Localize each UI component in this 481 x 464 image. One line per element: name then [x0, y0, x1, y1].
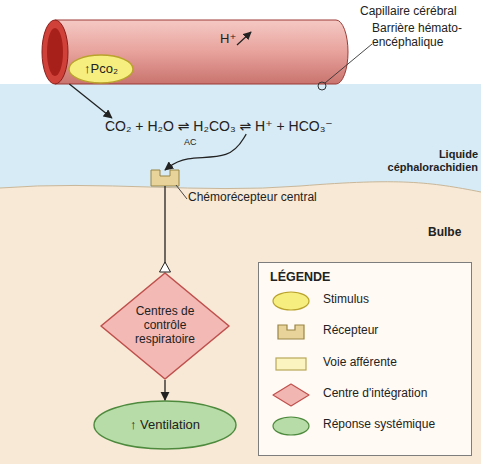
- integration-diamond: Centres de contrôle respiratoire: [100, 272, 230, 380]
- stimulus-label: ↑Pco₂: [68, 54, 134, 84]
- legend-row: Centre d'intégration: [259, 383, 471, 407]
- legend-swatch: [269, 352, 313, 376]
- legend-row: Récepteur: [259, 320, 471, 344]
- legend-swatch: [269, 383, 313, 407]
- receptor-outline: [151, 170, 179, 186]
- legend-text: Réponse systémique: [323, 418, 435, 432]
- barrier-label: Barrière hémato-encéphalique: [372, 22, 480, 50]
- legend-title: LÉGENDE: [270, 270, 330, 284]
- receptor-label: Chémorécepteur central: [188, 191, 317, 205]
- ellipse-outline: [94, 401, 236, 449]
- legend-row: Voie afférente: [259, 352, 471, 376]
- legend-swatch-shape: [273, 384, 309, 406]
- legend-swatch-shape: [273, 417, 309, 435]
- vessel-wall: [55, 20, 348, 84]
- band-fill: [0, 182, 481, 464]
- vessel-opening: [42, 20, 68, 84]
- legend-row: Stimulus: [259, 289, 471, 313]
- receptor-box: Chémorécepteur central: [151, 170, 179, 186]
- region-label: Bulbe: [428, 226, 461, 240]
- capillary-tube: Capillaire cérébralH⁺↑Pco₂: [40, 18, 350, 88]
- response-ellipse: ↑ Ventilation: [93, 400, 237, 450]
- legend-text: Centre d'intégration: [323, 387, 427, 401]
- stimulus-oval: ↑Pco₂: [68, 54, 134, 84]
- legend-swatch: [269, 414, 313, 438]
- ion-label: H⁺: [220, 32, 236, 47]
- legend-swatch-shape: [276, 358, 306, 370]
- legend-box: StimulusRécepteurVoie afférenteCentre d'…: [258, 262, 472, 456]
- diamond-outline: [101, 273, 229, 379]
- receptor-box-shape: [151, 170, 179, 186]
- structure-label: Capillaire cérébral: [360, 5, 457, 19]
- enzyme-label: AC: [184, 137, 197, 147]
- legend-text: Voie afférente: [323, 356, 397, 370]
- vessel-lumen: [47, 28, 63, 76]
- legend-swatch: [269, 320, 313, 344]
- legend-text: Récepteur: [323, 324, 378, 338]
- equation-text: CO₂ + H₂O ⇌ H₂CO₃ ⇌ H⁺ + HCO₃⁻: [105, 118, 333, 134]
- legend-swatch-shape: [273, 292, 309, 310]
- center-label: Centres de contrôle respiratoire: [120, 272, 210, 380]
- legend-text: Stimulus: [323, 293, 369, 307]
- response-label: ↑ Ventilation: [93, 400, 237, 450]
- region-label: Liquide céphalorachidien: [382, 148, 478, 173]
- legend-row: Réponse systémique: [259, 414, 471, 438]
- legend-swatch-shape: [278, 325, 304, 339]
- legend-swatch: [269, 289, 313, 313]
- ellipse-outline: [69, 55, 133, 83]
